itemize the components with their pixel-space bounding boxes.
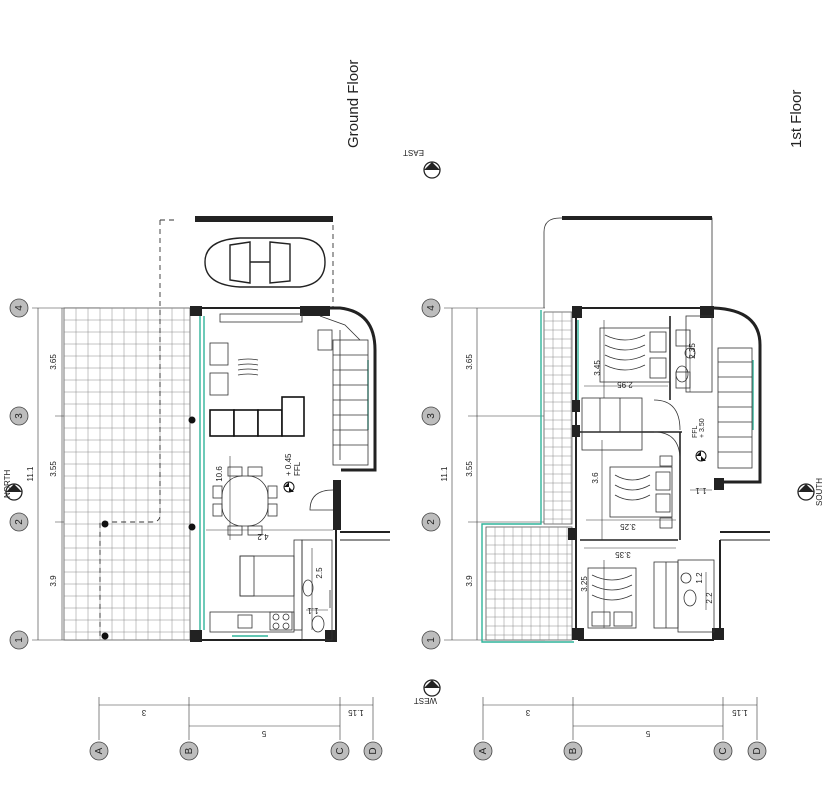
first-ffl-marker-icon: [695, 450, 707, 462]
grid-col-b-left: B: [179, 741, 199, 761]
ground-dim-col-3: 1.15: [348, 708, 364, 717]
ground-dim-row-3: 3.9: [49, 575, 58, 587]
svg-text:B: B: [184, 747, 195, 754]
bed-3: [587, 561, 679, 629]
grid-col-d-left: D: [363, 741, 383, 761]
grid-row-3-left: 3: [9, 406, 29, 426]
first-dim-col-2: 5: [645, 729, 650, 738]
ground-stairs: [317, 315, 369, 466]
ground-dim-col-1: 3: [141, 708, 146, 717]
west-compass-icon: [423, 679, 441, 697]
ground-dim-row-2: 3.55: [49, 461, 58, 477]
first-dim-total: 11.1: [440, 466, 449, 482]
svg-text:C: C: [718, 747, 729, 754]
svg-text:2: 2: [426, 519, 437, 525]
svg-text:4: 4: [14, 305, 25, 311]
svg-text:A: A: [478, 747, 489, 754]
first-floor-title: 1st Floor: [788, 90, 805, 148]
ground-room-dim-1: 10.6: [215, 466, 224, 482]
grid-col-c-left: C: [330, 741, 350, 761]
first-dim-col-3: 1.15: [732, 708, 748, 717]
grid-col-a-right: A: [473, 741, 493, 761]
ground-room-dim-4: 1.1: [307, 606, 319, 615]
ground-ffl-tag: FFL: [293, 461, 302, 476]
east-compass-icon: [423, 161, 441, 179]
ground-ffl-marker-icon: [283, 481, 295, 493]
svg-text:1: 1: [426, 637, 437, 643]
ground-dim-total: 11.1: [26, 466, 35, 482]
ground-ffl-level: + 0.45: [284, 453, 293, 476]
first-dim-col-1: 3: [525, 708, 530, 717]
grid-row-4-right: 4: [421, 298, 441, 318]
north-compass-icon: [5, 483, 23, 501]
svg-text:A: A: [94, 747, 105, 754]
first-room-dim-3: 2.35: [688, 343, 697, 359]
first-floor-plan: 3.65 3.55 3.9 11.1: [440, 216, 770, 740]
grid-row-2-right: 2: [421, 512, 441, 532]
svg-text:3: 3: [14, 413, 25, 419]
bed-2: [609, 455, 673, 529]
grid-row-1-right: 1: [421, 630, 441, 650]
first-walls: [568, 306, 770, 641]
ground-dining: [212, 466, 278, 536]
svg-text:C: C: [335, 747, 346, 754]
grid-col-b-right: B: [563, 741, 583, 761]
first-room-dim-4: 3.6: [591, 472, 600, 484]
svg-text:3: 3: [426, 413, 437, 419]
first-room-dim-9: 2.2: [705, 592, 714, 604]
ground-wc: [301, 539, 333, 641]
svg-text:B: B: [568, 747, 579, 754]
car-icon: [204, 237, 326, 288]
ground-terrace-paving: [63, 307, 191, 641]
ground-room-dim-2: 4.2: [257, 532, 269, 541]
first-room-dim-6: 1.1: [695, 486, 707, 495]
first-ffl-tag: FFL: [692, 425, 699, 438]
first-room-dim-1: 3.45: [593, 360, 602, 376]
svg-text:D: D: [752, 747, 763, 754]
first-dim-row-1: 3.65: [465, 354, 474, 370]
south-label: SOUTH: [815, 478, 824, 506]
grid-col-c-right: C: [713, 741, 733, 761]
first-ffl-level: + 3.50: [699, 418, 706, 438]
first-room-dim-8: 3.25: [580, 576, 589, 592]
first-dim-row-3: 3.9: [465, 575, 474, 587]
first-room-dim-5: 3.25: [620, 522, 636, 531]
first-room-dim-2: 2.95: [617, 380, 633, 389]
ground-dim-row-1: 3.65: [49, 354, 58, 370]
grid-row-3-right: 3: [421, 406, 441, 426]
svg-text:1: 1: [14, 637, 25, 643]
svg-text:4: 4: [426, 305, 437, 311]
grid-col-a-left: A: [89, 741, 109, 761]
first-dim-row-2: 3.55: [465, 461, 474, 477]
ground-walls: [190, 306, 390, 642]
south-compass-icon: [797, 483, 815, 501]
grid-col-d-right: D: [747, 741, 767, 761]
grid-row-4-left: 4: [9, 298, 29, 318]
ground-dim-col-2: 5: [261, 729, 266, 738]
ground-floor-title: Ground Floor: [345, 60, 362, 148]
ground-room-dim-3: 2.5: [315, 567, 324, 579]
west-label: WEST: [414, 696, 437, 705]
bed-1: [599, 327, 691, 389]
svg-text:D: D: [368, 747, 379, 754]
ground-living: [209, 313, 305, 437]
north-label: NORTH: [3, 469, 12, 498]
first-room-dim-7: 3.35: [615, 550, 631, 559]
ground-kitchen: [209, 539, 303, 633]
ground-floor-plan: 3.65 3.55 3.9 11.1: [26, 216, 390, 740]
grid-row-1-left: 1: [9, 630, 29, 650]
first-room-dim-10: 1.2: [695, 572, 704, 584]
grid-row-2-left: 2: [9, 512, 29, 532]
svg-text:2: 2: [14, 519, 25, 525]
east-label: EAST: [403, 148, 424, 157]
